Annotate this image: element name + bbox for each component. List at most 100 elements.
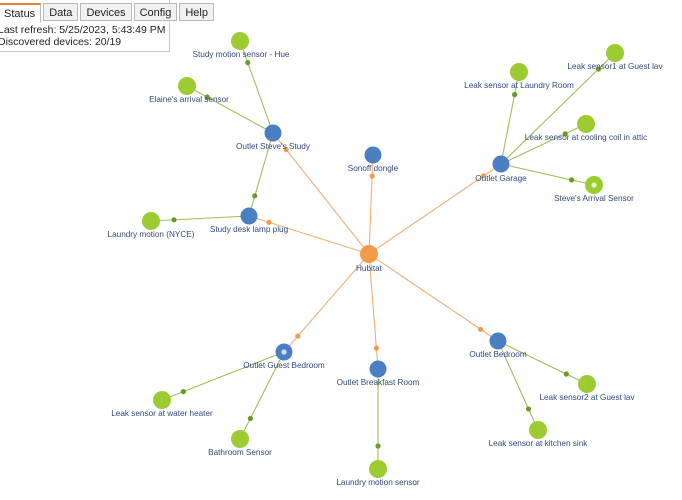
link-outlet-steves-study-to-study-motion-sensor-hue — [239, 40, 274, 134]
node-label: Hubitat — [356, 264, 383, 273]
link-hubitat-to-outlet-steves-study — [272, 132, 370, 255]
last-refresh-text: Last refresh: 5/25/2023, 5:43:49 PM — [0, 24, 166, 36]
node-study-desk-lamp-plug[interactable]: Study desk lamp plug — [210, 207, 289, 235]
tab-status[interactable]: Status — [0, 3, 42, 23]
link-marker — [204, 94, 210, 100]
link-outlet-garage-to-leak-sensor-cooling-coil — [500, 123, 587, 165]
link-outlet-guest-bedroom-to-leak-sensor-water-heater — [161, 351, 285, 401]
link-outlet-bedroom-to-leak-sensor2-guest-lav — [497, 340, 588, 385]
links-layer — [150, 40, 616, 469]
link-markers-layer — [171, 60, 602, 449]
node-outlet-breakfast-room[interactable]: Outlet Breakfast Room — [337, 360, 420, 388]
link-study-desk-lamp-plug-to-laundry-motion-nyce — [150, 215, 250, 222]
end-device-node-circle[interactable] — [577, 115, 595, 133]
router-node-circle[interactable] — [240, 207, 258, 225]
tab-data[interactable]: Data — [43, 3, 79, 21]
node-label: Outlet Steve's Study — [236, 142, 311, 151]
link-marker — [180, 389, 186, 395]
node-bathroom-sensor[interactable]: Bathroom Sensor — [208, 430, 272, 457]
link-marker — [569, 177, 575, 183]
router-node-circle[interactable] — [264, 124, 282, 142]
link-outlet-guest-bedroom-to-bathroom-sensor — [239, 351, 285, 440]
link-marker — [563, 371, 569, 377]
node-sonoff-dongle[interactable]: Sonoff dongle — [348, 146, 399, 174]
node-label: Leak sensor1 at Guest lav — [567, 62, 663, 71]
node-outlet-garage[interactable]: Outlet Garage — [475, 155, 527, 184]
end-device-node-circle[interactable] — [578, 375, 596, 393]
router-node-circle[interactable] — [489, 332, 507, 350]
tab-config[interactable]: Config — [133, 3, 178, 21]
node-highlight-dot — [591, 182, 597, 188]
link-marker — [171, 217, 177, 223]
link-outlet-garage-to-leak-sensor1-guest-lav — [500, 52, 616, 165]
link-marker — [245, 60, 251, 66]
node-label: Outlet Garage — [475, 174, 527, 183]
end-device-node-circle[interactable] — [529, 421, 547, 439]
node-elaines-arrival-sensor[interactable]: Elaine's arrival sensor — [149, 77, 229, 104]
node-outlet-bedroom[interactable]: Outlet Bedroom — [469, 332, 527, 360]
node-leak-sensor2-guest-lav[interactable]: Leak sensor2 at Guest lav — [539, 375, 635, 402]
node-steves-arrival-sensor[interactable]: Steve's Arrival Sensor — [554, 176, 634, 203]
node-laundry-motion-nyce[interactable]: Laundry motion (NYCE) — [108, 212, 195, 239]
link-marker — [247, 415, 253, 422]
link-marker — [562, 131, 568, 137]
link-marker — [595, 66, 602, 72]
link-hubitat-to-outlet-bedroom — [368, 253, 499, 342]
link-outlet-steves-study-to-study-desk-lamp-plug — [248, 132, 274, 217]
node-label: Study desk lamp plug — [210, 225, 289, 234]
link-marker — [373, 345, 379, 351]
node-leak-sensor-cooling-coil[interactable]: Leak sensor at cooling coil in attic — [525, 115, 647, 142]
link-marker — [295, 333, 301, 339]
hub-node-circle[interactable] — [360, 245, 378, 263]
end-device-node-circle[interactable] — [178, 77, 196, 95]
node-laundry-motion-sensor[interactable]: Laundry motion sensor — [336, 460, 420, 487]
node-label: Laundry motion (NYCE) — [108, 230, 195, 239]
node-label: Laundry motion sensor — [336, 478, 420, 487]
tab-devices[interactable]: Devices — [80, 3, 132, 21]
end-device-node-circle[interactable] — [510, 63, 528, 81]
node-hubitat[interactable]: Hubitat — [356, 245, 383, 273]
node-leak-sensor-laundry-room[interactable]: Leak sensor at Laundry Room — [464, 63, 574, 90]
link-outlet-garage-to-steves-arrival-sensor — [500, 163, 595, 186]
link-outlet-garage-to-leak-sensor-laundry-room — [500, 71, 520, 165]
node-label: Outlet Breakfast Room — [337, 378, 420, 387]
node-label: Leak sensor at Laundry Room — [464, 81, 574, 90]
node-label: Leak sensor at kitchen sink — [489, 439, 589, 448]
router-node-circle[interactable] — [364, 146, 382, 164]
link-marker — [283, 146, 289, 153]
link-marker — [481, 173, 487, 179]
end-device-node-circle[interactable] — [231, 430, 249, 448]
link-marker — [526, 406, 532, 412]
node-outlet-steves-study[interactable]: Outlet Steve's Study — [236, 124, 311, 152]
node-outlet-guest-bedroom[interactable]: Outlet Guest Bedroom — [243, 343, 325, 371]
node-label: Elaine's arrival sensor — [149, 95, 229, 104]
end-device-node-circle[interactable] — [369, 460, 387, 478]
link-marker — [252, 193, 258, 199]
end-device-node-circle[interactable] — [142, 212, 160, 230]
router-node-circle[interactable] — [369, 360, 387, 378]
node-leak-sensor-kitchen-sink[interactable]: Leak sensor at kitchen sink — [489, 421, 589, 448]
router-node-circle[interactable] — [492, 155, 510, 173]
tab-bar: Status Data Devices Config Help — [0, 3, 216, 23]
node-label: Outlet Guest Bedroom — [243, 361, 325, 370]
node-study-motion-sensor-hue[interactable]: Study motion sensor - Hue — [193, 32, 290, 59]
link-marker — [375, 443, 381, 449]
tab-help[interactable]: Help — [179, 3, 214, 21]
node-leak-sensor-water-heater[interactable]: Leak sensor at water heater — [111, 391, 213, 418]
end-device-node-circle[interactable] — [606, 44, 624, 62]
node-label: Outlet Bedroom — [469, 350, 527, 359]
node-label: Steve's Arrival Sensor — [554, 194, 634, 203]
node-leak-sensor1-guest-lav[interactable]: Leak sensor1 at Guest lav — [567, 44, 663, 71]
node-label: Sonoff dongle — [348, 164, 399, 173]
node-label: Leak sensor at cooling coil in attic — [525, 133, 647, 142]
end-device-node-circle[interactable] — [153, 391, 171, 409]
link-marker — [266, 219, 272, 225]
link-marker — [478, 326, 484, 332]
link-hubitat-to-sonoff-dongle — [368, 154, 374, 255]
end-device-node-circle[interactable] — [231, 32, 249, 50]
node-label: Bathroom Sensor — [208, 448, 272, 457]
status-text: Last refresh: 5/25/2023, 5:43:49 PM Disc… — [0, 24, 166, 48]
link-hubitat-to-outlet-garage — [368, 163, 502, 255]
